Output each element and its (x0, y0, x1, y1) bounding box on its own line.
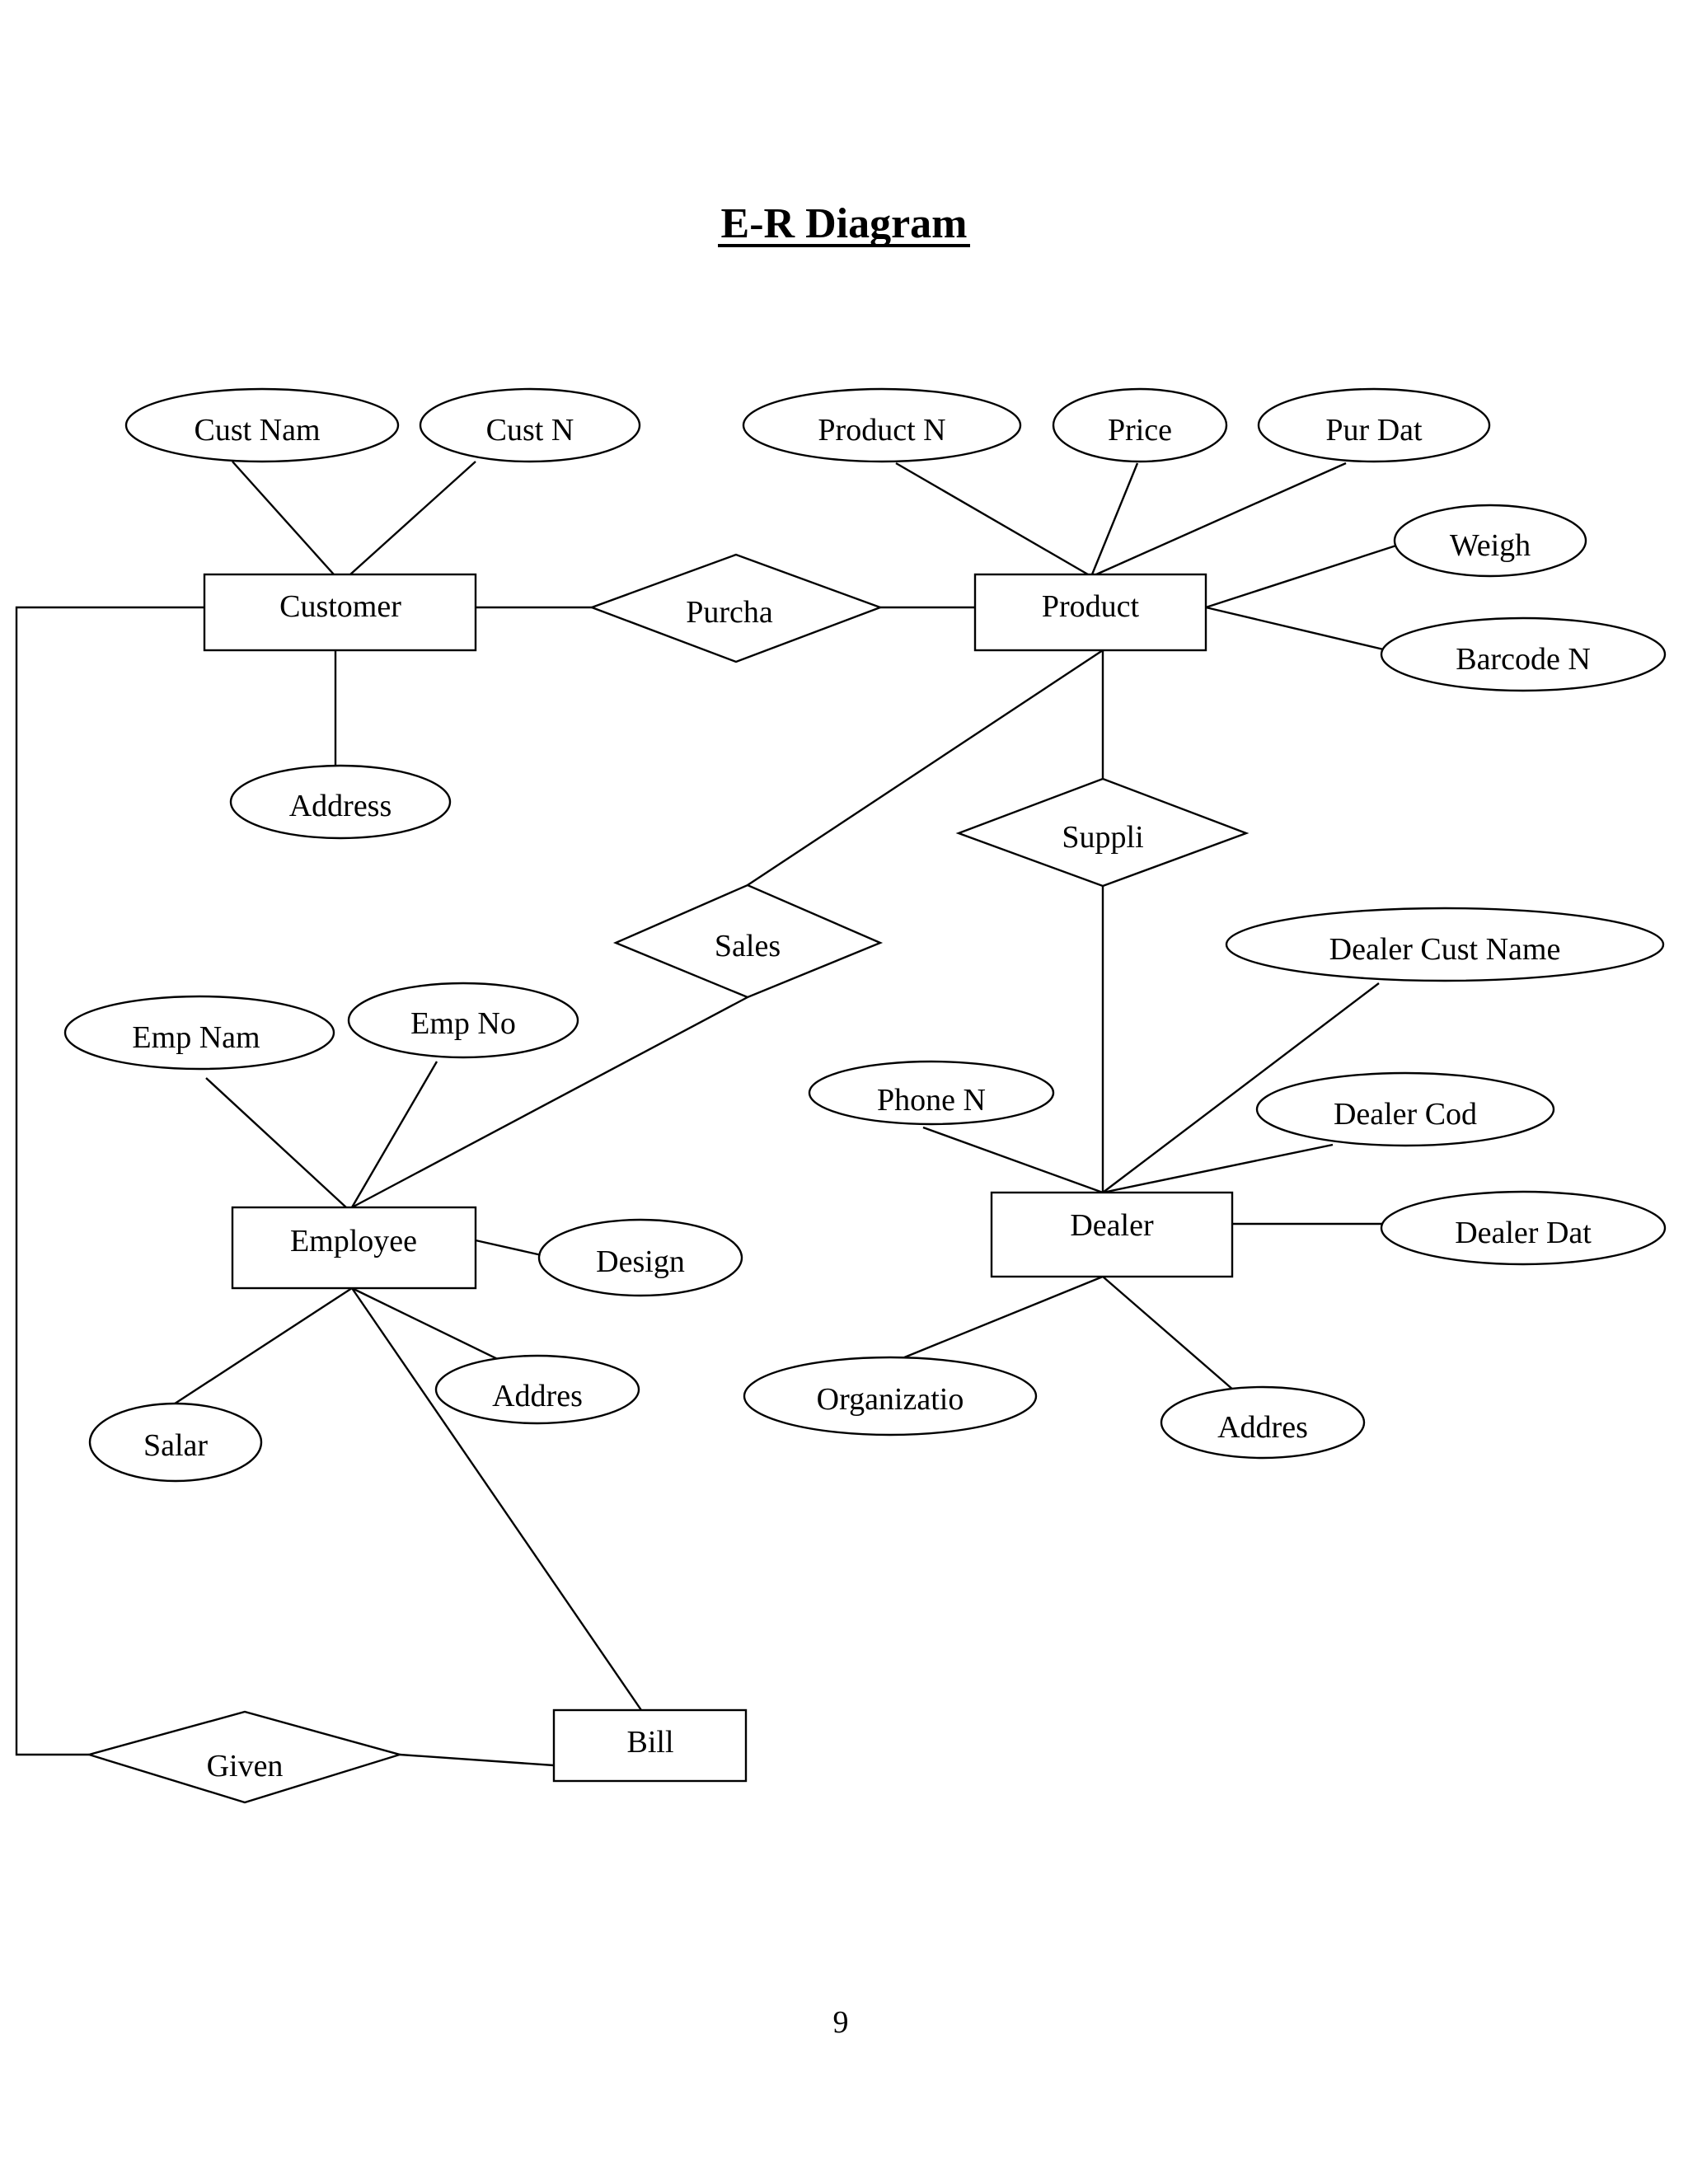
edge-dealer-organization (893, 1275, 1104, 1363)
attribute-salary-label: Salar (143, 1428, 208, 1463)
edge-employee-design (475, 1239, 542, 1257)
attribute-emp-name: Emp Nam (63, 995, 335, 1071)
attribute-weight: Weigh (1393, 504, 1587, 578)
attribute-dealer-code-label: Dealer Cod (1334, 1097, 1477, 1132)
entity-customer: Customer (203, 573, 477, 652)
relationship-purchase: Purcha (588, 553, 884, 663)
edge-employee-address (351, 1286, 512, 1367)
edge-dealer-address (1102, 1276, 1235, 1391)
attribute-weight-label: Weigh (1450, 528, 1531, 563)
attribute-organization: Organizatio (743, 1356, 1038, 1436)
attribute-product-no-label: Product N (818, 413, 945, 448)
attribute-barcode-no: Barcode N (1380, 616, 1667, 692)
attribute-dealer-date: Dealer Dat (1380, 1190, 1667, 1266)
relationship-supplies-label: Suppli (1062, 820, 1143, 855)
attribute-cust-name-label: Cust Nam (194, 413, 320, 448)
relationship-given-label: Given (207, 1749, 284, 1783)
entity-product-label: Product (1042, 589, 1140, 624)
attribute-address: Address (229, 764, 452, 840)
edge-product-barcode (1205, 606, 1391, 653)
relationship-supplies: Suppli (955, 777, 1250, 888)
connectors (15, 461, 1402, 1767)
attribute-dealer-cust-name: Dealer Cust Name (1225, 907, 1665, 982)
relationship-purchase-label: Purcha (686, 595, 773, 630)
attribute-price-label: Price (1108, 413, 1172, 448)
attribute-product-no: Product N (742, 387, 1022, 463)
entity-dealer: Dealer (990, 1191, 1234, 1278)
attribute-dealer-code: Dealer Cod (1255, 1071, 1555, 1147)
edge-cust-no-customer (349, 461, 476, 575)
edge-sales-employee (351, 996, 748, 1209)
edge-product-no-product (895, 462, 1089, 576)
attribute-emp-no-label: Emp No (410, 1006, 516, 1041)
entity-dealer-label: Dealer (1070, 1208, 1154, 1243)
attribute-pur-date-label: Pur Dat (1325, 413, 1423, 448)
attribute-organization-label: Organizatio (817, 1382, 964, 1417)
edge-emp-no-employee (350, 1061, 438, 1208)
edge-price-product (1090, 462, 1139, 575)
edge-given-customer (15, 606, 204, 1756)
edge-employee-bill (351, 1287, 642, 1711)
attribute-cust-name: Cust Nam (124, 387, 400, 463)
attribute-dealer-cust-name-label: Dealer Cust Name (1329, 932, 1561, 967)
attribute-design: Design (537, 1218, 743, 1297)
attribute-design-label: Design (596, 1244, 685, 1279)
attribute-address-label: Address (289, 789, 392, 823)
page-number: 9 (833, 2005, 849, 2040)
attribute-price: Price (1052, 387, 1228, 463)
edge-product-weight (1205, 542, 1402, 609)
attribute-dealer-date-label: Dealer Dat (1455, 1216, 1592, 1250)
edge-pur-date-product (1095, 462, 1347, 576)
attribute-emp-name-label: Emp Nam (132, 1020, 260, 1055)
entity-product: Product (973, 573, 1207, 652)
entity-employee: Employee (231, 1206, 477, 1290)
relationship-given: Given (85, 1710, 404, 1804)
entity-employee-label: Employee (290, 1224, 417, 1258)
attribute-barcode-no-label: Barcode N (1456, 642, 1591, 677)
relationship-sales: Sales (612, 883, 884, 999)
attribute-cust-no: Cust N (419, 387, 641, 463)
entity-customer-label: Customer (279, 589, 401, 624)
attribute-pur-date: Pur Dat (1257, 387, 1491, 463)
edge-bill-given (399, 1753, 555, 1767)
entity-bill-label: Bill (626, 1725, 673, 1760)
relationship-sales-label: Sales (715, 929, 781, 963)
page-title: E-R Diagram (721, 200, 968, 247)
attribute-dealer-address-label: Addres (1217, 1410, 1308, 1445)
attribute-employee-address-label: Addres (492, 1379, 583, 1413)
edge-product-sales (747, 649, 1104, 887)
entity-bill: Bill (552, 1708, 748, 1783)
edge-dealer-code-dealer (1102, 1143, 1334, 1194)
edge-employee-salary (166, 1286, 353, 1410)
attribute-dealer-address: Addres (1160, 1385, 1366, 1460)
edge-emp-name-employee (205, 1077, 347, 1208)
attribute-employee-address: Addres (434, 1354, 640, 1425)
edge-cust-name-customer (232, 461, 335, 575)
attribute-emp-no: Emp No (347, 982, 579, 1059)
attribute-cust-no-label: Cust N (486, 413, 574, 448)
edge-dealer-cust-name-dealer (1102, 982, 1380, 1193)
attribute-phone-no: Phone N (808, 1060, 1055, 1126)
attribute-phone-no-label: Phone N (877, 1083, 986, 1118)
edge-phone-no-dealer (922, 1126, 1104, 1194)
attribute-salary: Salar (88, 1402, 263, 1483)
